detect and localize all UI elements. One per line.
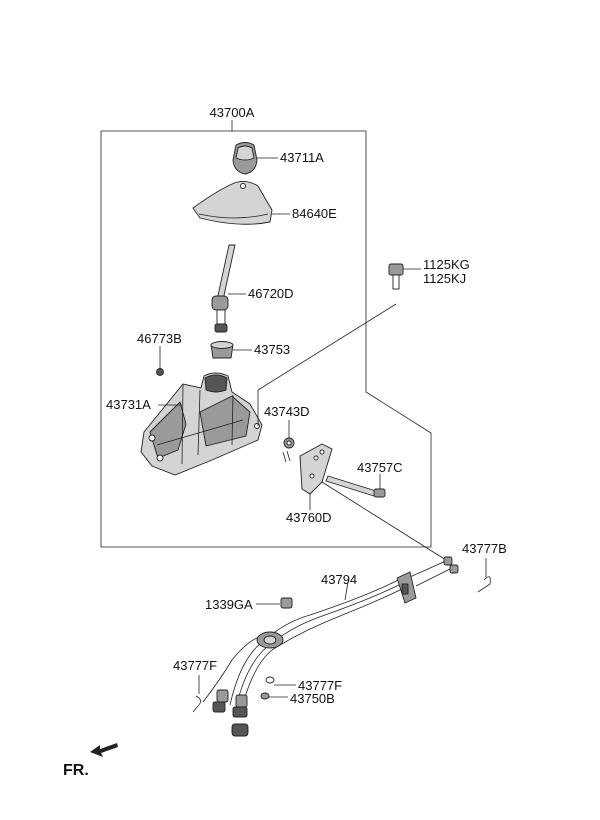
bushing: [210, 341, 234, 359]
grommet-bolt: [280, 597, 293, 609]
cable-bracket: [396, 571, 417, 604]
label-43777B: 43777B: [462, 541, 507, 556]
pin: [325, 475, 386, 498]
cable-grommet: [256, 631, 284, 649]
nut: [156, 368, 164, 376]
label-43777F-left: 43777F: [173, 658, 217, 673]
label-43757C: 43757C: [357, 460, 403, 475]
label-43777F-mid: 43777F: [298, 678, 342, 693]
label-43700A: 43700A: [210, 105, 255, 120]
shift-lever: [211, 244, 236, 333]
clip-right: [477, 576, 491, 593]
cable-end-washer: [260, 692, 270, 700]
spring: [282, 437, 295, 463]
bolt: [388, 263, 404, 290]
shifter-housing: [140, 372, 263, 476]
label-43750B: 43750B: [290, 691, 335, 706]
cable-end-lower: [212, 689, 249, 737]
clip-left: [192, 695, 201, 713]
assembly-outline: [100, 130, 432, 548]
shift-cable-assembly: [202, 556, 459, 737]
cable-end-upper: [443, 556, 459, 574]
front-direction-label: FR.: [63, 762, 89, 779]
label-1339GA: 1339GA: [205, 597, 253, 612]
label-1125KG: 1125KG: [423, 257, 470, 272]
label-43794: 43794: [321, 572, 357, 587]
front-direction-arrow-icon: [90, 743, 118, 757]
label-43743D: 43743D: [264, 404, 310, 419]
shift-knob: [232, 142, 258, 175]
label-43711A: 43711A: [280, 150, 324, 165]
label-43731A: 43731A: [106, 397, 151, 412]
label-84640E: 84640E: [292, 206, 337, 221]
lever-plate: [299, 443, 333, 495]
label-43753: 43753: [254, 342, 290, 357]
label-1125KJ: 1125KJ: [423, 271, 466, 286]
shift-boot: [192, 181, 273, 225]
label-46720D: 46720D: [248, 286, 294, 301]
clip-mid: [265, 676, 275, 684]
label-46773B: 46773B: [137, 331, 182, 346]
label-43760D: 43760D: [286, 510, 332, 525]
